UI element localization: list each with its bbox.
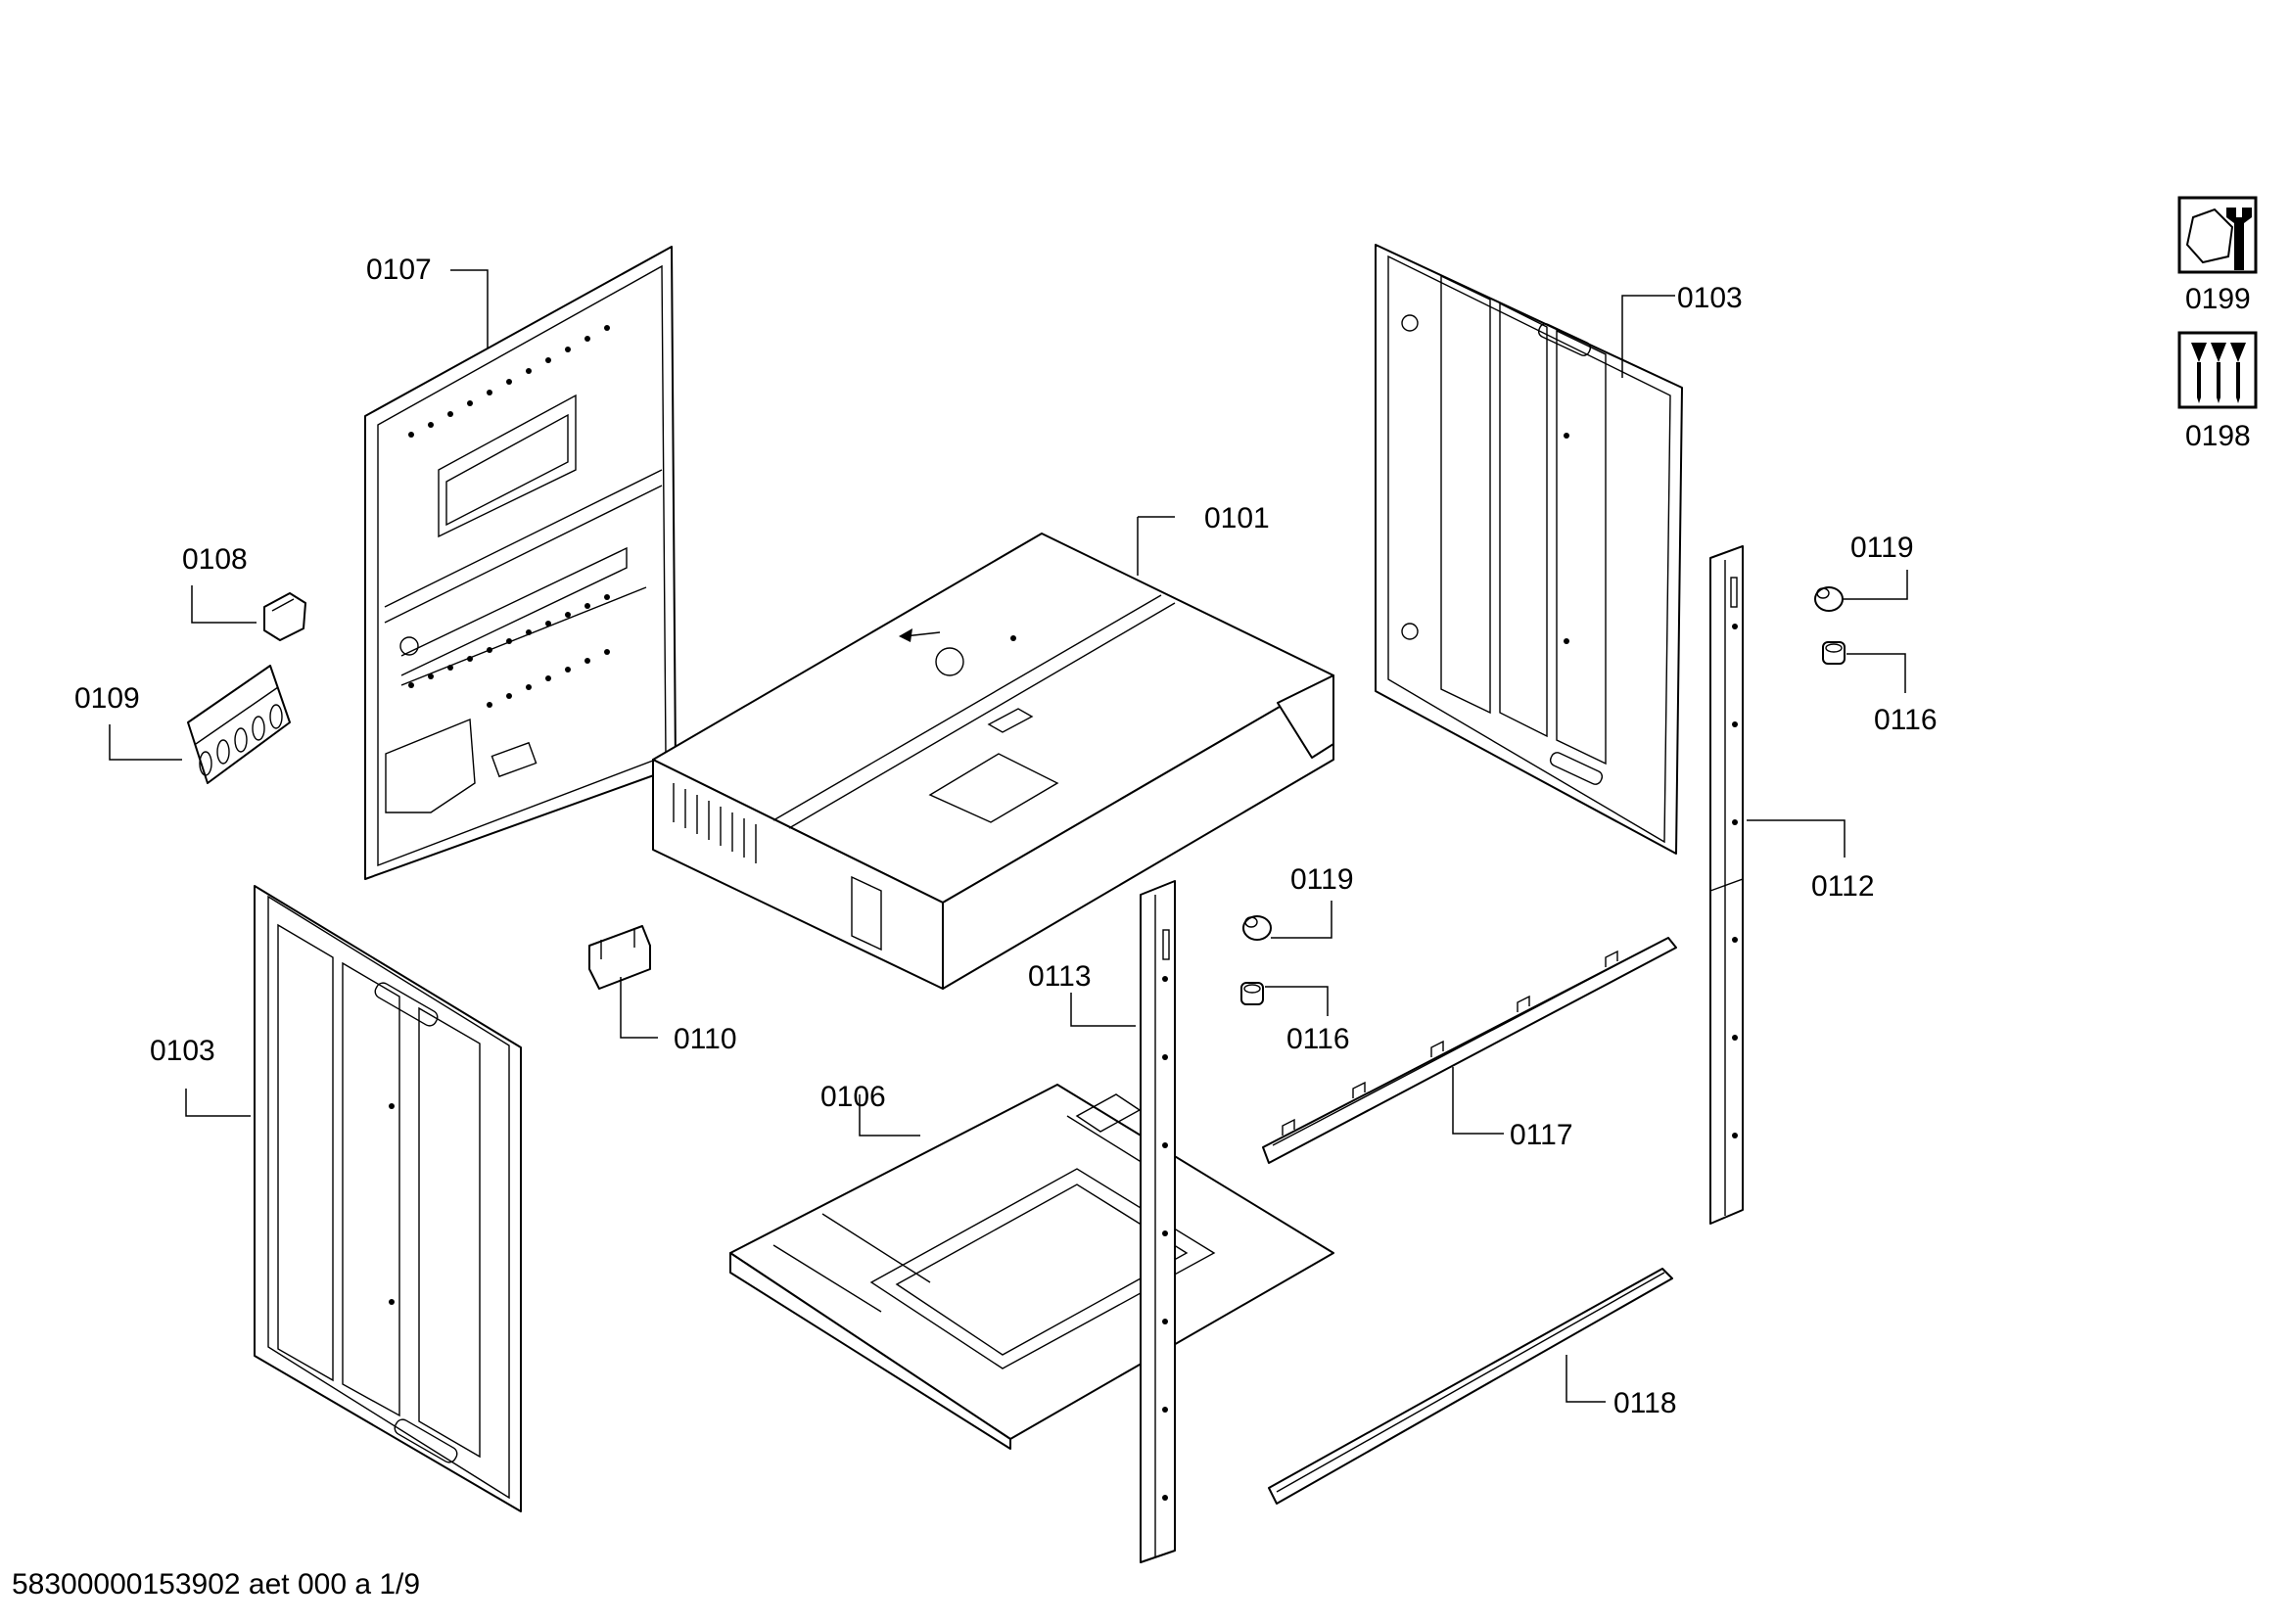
part-label-0103-right: 0103 xyxy=(1677,282,1743,314)
part-0117-rail[interactable] xyxy=(1262,937,1677,1164)
part-0112-vertical-rail[interactable] xyxy=(1709,545,1744,1225)
part-0101-top-housing[interactable] xyxy=(652,533,1334,990)
part-0116-bushing-mid[interactable] xyxy=(1240,982,1264,1005)
part-0119-knob-mid[interactable] xyxy=(1242,915,1272,941)
part-label-0101: 0101 xyxy=(1204,502,1270,534)
part-0109-bracket[interactable] xyxy=(187,665,291,784)
part-label-0108: 0108 xyxy=(182,543,248,576)
part-label-0107: 0107 xyxy=(366,254,432,286)
part-label-0112: 0112 xyxy=(1811,870,1875,903)
part-label-0110: 0110 xyxy=(674,1023,737,1055)
legend-label-0199: 0199 xyxy=(2185,283,2251,315)
footer-document-code: 58300000153902 aet 000 a 1/9 xyxy=(12,1568,420,1601)
legend-label-0198: 0198 xyxy=(2185,420,2251,452)
part-0108-clip[interactable] xyxy=(263,592,306,641)
part-0113-vertical-rail[interactable] xyxy=(1140,880,1176,1563)
part-label-0118: 0118 xyxy=(1613,1387,1677,1419)
part-0103-right-side-panel[interactable] xyxy=(1375,244,1683,855)
part-label-0109: 0109 xyxy=(74,682,140,715)
part-0107-back-panel[interactable] xyxy=(364,246,677,880)
part-label-0119-right: 0119 xyxy=(1850,532,1914,564)
part-label-0117: 0117 xyxy=(1510,1119,1573,1151)
part-0119-knob-right[interactable] xyxy=(1814,586,1844,612)
screws-icon[interactable] xyxy=(2177,331,2258,409)
part-0116-bushing-right[interactable] xyxy=(1822,641,1846,665)
part-0118-rail[interactable] xyxy=(1268,1268,1673,1505)
part-label-0119-mid: 0119 xyxy=(1290,863,1354,896)
part-label-0116-mid: 0116 xyxy=(1286,1023,1350,1055)
part-label-0106: 0106 xyxy=(820,1081,886,1113)
part-label-0113: 0113 xyxy=(1028,960,1092,993)
part-label-0103-left: 0103 xyxy=(150,1035,215,1067)
part-0106-bottom-tray[interactable] xyxy=(729,1084,1334,1450)
part-0110-holder[interactable] xyxy=(588,925,651,990)
part-0103-left-side-panel[interactable] xyxy=(254,885,522,1512)
part-label-0116-right: 0116 xyxy=(1874,704,1938,736)
hex-nut-wrench-icon[interactable] xyxy=(2177,196,2258,274)
